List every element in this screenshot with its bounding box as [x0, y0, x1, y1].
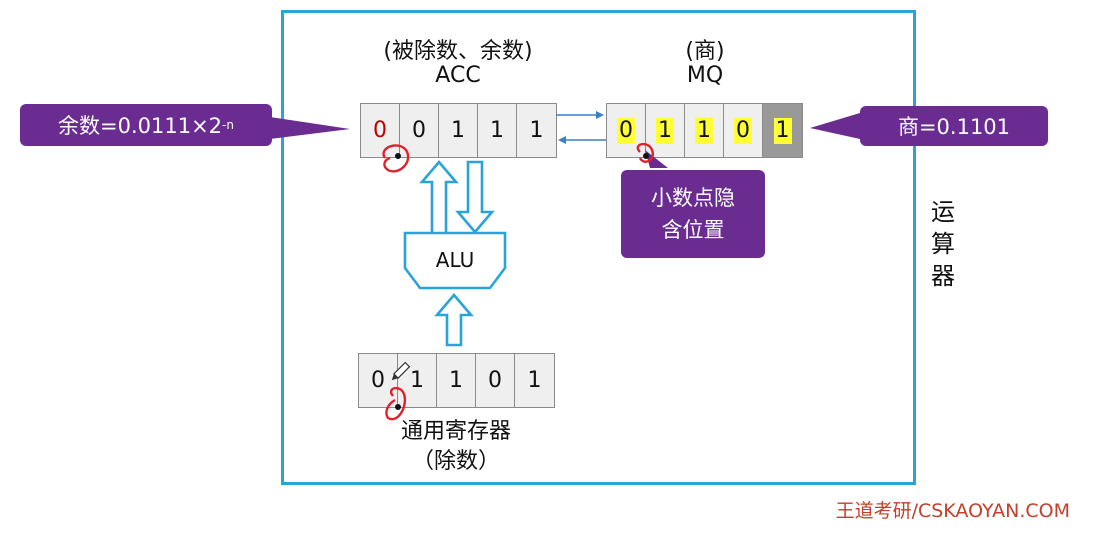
- acc-bit: 0: [361, 104, 400, 157]
- arithmetic-unit-label-char: 运: [931, 198, 955, 226]
- arithmetic-unit-frame: [281, 10, 916, 485]
- acc-register: 0 0 1 1 1: [360, 103, 557, 158]
- general-register: 0 1 1 0 1: [358, 353, 555, 408]
- quotient-callout: 商=0.1101: [860, 106, 1048, 146]
- arithmetic-unit-label-char: 算: [931, 230, 955, 258]
- decimal-point-callout-line2: 含位置: [661, 218, 725, 242]
- general-register-bit: 0: [359, 354, 398, 407]
- decimal-point-dots: [395, 153, 649, 410]
- alu-to-acc-arrow: [419, 159, 459, 236]
- mq-register: 0 1 1 0 1: [606, 103, 803, 158]
- remainder-callout-exponent: -n: [222, 118, 234, 132]
- general-register-caption: （除数）: [411, 449, 500, 474]
- remainder-callout-text: 余数=0.0111×2: [58, 114, 223, 138]
- mq-bit: 1: [685, 104, 724, 157]
- mq-bit: 1: [763, 104, 802, 157]
- acc-bit: 1: [439, 104, 478, 157]
- mq-name: MQ: [686, 63, 724, 88]
- general-register-bit: 0: [476, 354, 515, 407]
- acc-bit: 0: [400, 104, 439, 157]
- decimal-point-callout-line1: 小数点隐: [651, 186, 735, 210]
- acc-bit: 1: [478, 104, 517, 157]
- register-to-alu-arrow: [434, 292, 474, 347]
- acc-caption: (被除数、余数): [383, 39, 533, 64]
- watermark: 王道考研/CSKAOYAN.COM: [835, 500, 1070, 522]
- mq-bit: 0: [607, 104, 646, 157]
- mq-bit: 1: [646, 104, 685, 157]
- arithmetic-unit-label: 运 算 器: [928, 196, 958, 292]
- acc-mq-arrows: [556, 111, 606, 144]
- remainder-callout: 余数=0.0111×2-n: [20, 104, 272, 146]
- general-register-label: 通用寄存器: [400, 419, 511, 444]
- acc-name: ACC: [435, 63, 481, 88]
- mq-bit: 0: [724, 104, 763, 157]
- pencil-icon: [391, 361, 411, 381]
- decimal-point-callout-pointer: [645, 150, 668, 168]
- alu-label: ALU: [435, 248, 475, 272]
- remainder-callout-pointer: [270, 117, 350, 139]
- general-register-bit: 1: [437, 354, 476, 407]
- quotient-callout-pointer: [810, 113, 860, 139]
- mq-caption: (商): [685, 39, 725, 64]
- arithmetic-unit-label-char: 器: [931, 262, 955, 290]
- decimal-point-callout: 小数点隐 含位置: [621, 170, 765, 258]
- general-register-bit: 1: [515, 354, 554, 407]
- acc-to-alu-arrow: [455, 160, 495, 235]
- alu-shape: [403, 231, 507, 290]
- decimal-point-annotations: [382, 142, 654, 421]
- acc-bit: 1: [517, 104, 556, 157]
